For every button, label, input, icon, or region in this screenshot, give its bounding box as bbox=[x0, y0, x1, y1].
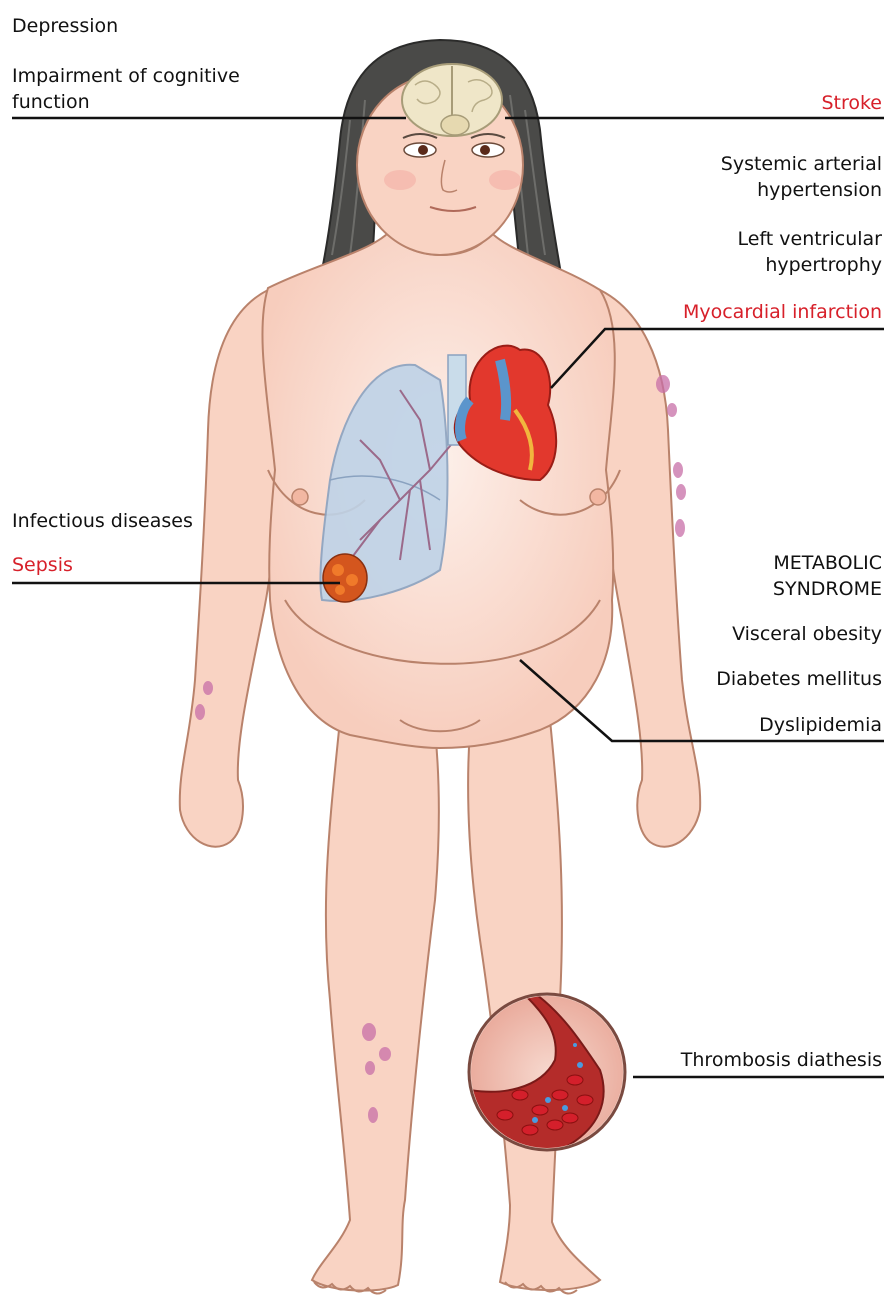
label-metabolic-line1: METABOLIC bbox=[773, 550, 882, 576]
label-cognitive-line1: Impairment of cognitive bbox=[12, 63, 240, 89]
sepsis-lesion bbox=[323, 554, 367, 602]
label-diabetes-mellitus: Diabetes mellitus bbox=[716, 666, 882, 692]
label-depression: Depression bbox=[12, 13, 118, 39]
body bbox=[180, 75, 700, 1294]
label-metabolic-line2: SYNDROME bbox=[773, 576, 882, 602]
brain bbox=[402, 64, 502, 136]
label-myocardial-infarction: Myocardial infarction bbox=[683, 299, 882, 325]
label-hypertension-line1: Systemic arterial bbox=[721, 151, 882, 177]
label-lvh-line1: Left ventricular bbox=[737, 226, 882, 252]
label-sepsis: Sepsis bbox=[12, 552, 73, 578]
label-hypertension-line2: hypertension bbox=[757, 177, 882, 203]
label-stroke: Stroke bbox=[821, 90, 882, 116]
label-thrombosis-diathesis: Thrombosis diathesis bbox=[681, 1047, 882, 1073]
label-visceral-obesity: Visceral obesity bbox=[732, 621, 882, 647]
left-leg bbox=[312, 720, 439, 1291]
label-infectious-diseases: Infectious diseases bbox=[12, 508, 193, 534]
label-lvh-line2: hypertrophy bbox=[765, 252, 882, 278]
label-dyslipidemia: Dyslipidemia bbox=[759, 712, 882, 738]
label-cognitive-line2: function bbox=[12, 89, 90, 115]
